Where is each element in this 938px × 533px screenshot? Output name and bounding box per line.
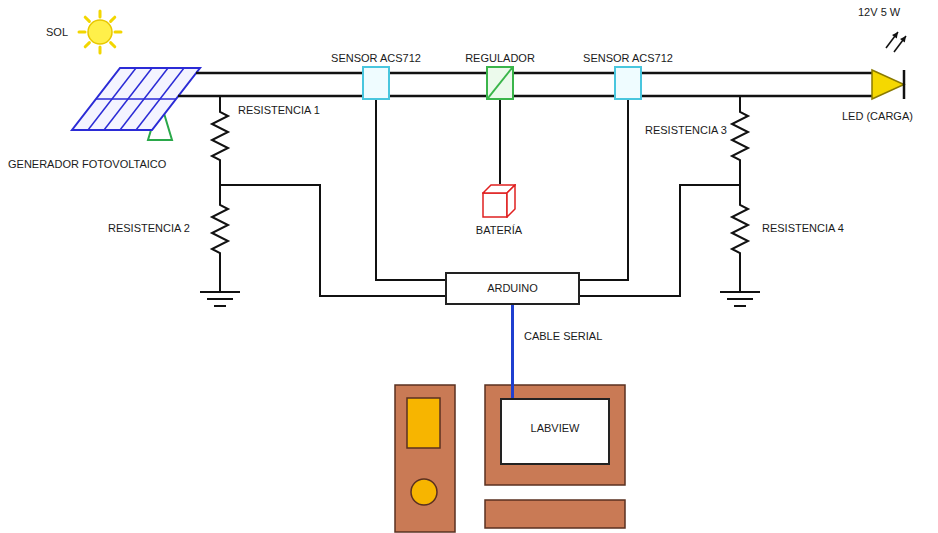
wire-connector bbox=[499, 100, 501, 184]
resistor-symbol bbox=[732, 96, 748, 185]
part-label: SENSOR ACS712 bbox=[331, 52, 421, 65]
sun-icon bbox=[111, 43, 115, 47]
computer-icon bbox=[411, 479, 437, 505]
sun-icon bbox=[85, 17, 89, 21]
part-label: BATERÍA bbox=[476, 224, 522, 237]
arduino-box: ARDUINO bbox=[445, 272, 580, 305]
computer-icon bbox=[407, 398, 440, 448]
battery-cube bbox=[483, 193, 507, 217]
bus-wire bbox=[642, 73, 872, 96]
led-symbol bbox=[872, 32, 906, 99]
solar-panel bbox=[72, 68, 200, 130]
ground-symbol bbox=[200, 292, 240, 306]
led-symbol bbox=[900, 36, 906, 43]
part-label: REGULADOR bbox=[465, 52, 535, 65]
led-symbol bbox=[892, 32, 898, 39]
sun-label: SOL bbox=[46, 26, 68, 39]
resistor-label: RESISTENCIA 2 bbox=[108, 222, 190, 235]
sun-icon bbox=[79, 11, 121, 53]
led-symbol bbox=[872, 70, 904, 99]
serial-cable bbox=[511, 305, 514, 398]
wire-connector bbox=[580, 100, 628, 280]
charge-regulator: REGULADOR bbox=[486, 66, 514, 100]
resistor-symbol bbox=[212, 96, 228, 185]
wire-connector bbox=[376, 100, 445, 280]
sun-icon bbox=[88, 20, 112, 44]
monitor-screen: LABVIEW bbox=[500, 398, 610, 465]
battery-cube bbox=[482, 184, 516, 218]
ground-symbol bbox=[720, 292, 760, 306]
computer-icon bbox=[485, 385, 625, 485]
led-symbol bbox=[886, 32, 906, 52]
resistor-symbol bbox=[732, 185, 748, 292]
sun-icon bbox=[99, 47, 102, 53]
resistor-symbol bbox=[212, 96, 748, 292]
current-sensor: SENSOR ACS712 bbox=[362, 66, 390, 100]
led-symbol bbox=[894, 36, 906, 52]
computer-icon bbox=[395, 385, 625, 532]
solar-panel bbox=[96, 98, 176, 100]
sun-icon bbox=[85, 43, 89, 47]
box-label: LABVIEW bbox=[531, 422, 580, 435]
sun-icon bbox=[79, 31, 85, 34]
battery-icon: BATERÍA bbox=[482, 184, 516, 218]
bus-wire bbox=[178, 73, 362, 96]
computer-icon bbox=[395, 385, 455, 532]
sun-icon bbox=[111, 17, 115, 21]
computer-icon bbox=[485, 500, 625, 528]
load-label: LED (CARGA) bbox=[842, 110, 913, 123]
led-rating: 12V 5 W bbox=[858, 6, 900, 19]
solar-panel bbox=[88, 68, 184, 130]
sun-icon bbox=[79, 11, 121, 53]
sun-icon bbox=[115, 31, 121, 34]
battery-cube bbox=[507, 185, 515, 217]
resistor-label: RESISTENCIA 1 bbox=[238, 104, 320, 117]
solar-panel bbox=[72, 68, 200, 140]
led-symbol bbox=[903, 70, 906, 99]
resistor-label: RESISTENCIA 4 bbox=[762, 222, 844, 235]
current-sensor: SENSOR ACS712 bbox=[614, 66, 642, 100]
regulator-symbol bbox=[488, 68, 512, 98]
wire-connector bbox=[390, 73, 486, 96]
box-label: ARDUINO bbox=[487, 282, 538, 295]
panel-label: GENERADOR FOTOVOLTAICO bbox=[8, 158, 166, 171]
bus-wire bbox=[178, 73, 872, 96]
part-label: SENSOR ACS712 bbox=[583, 52, 673, 65]
wire-connector bbox=[514, 73, 614, 96]
led-symbol bbox=[886, 32, 898, 48]
resistor-label: RESISTENCIA 3 bbox=[645, 124, 727, 137]
regulator-symbol bbox=[488, 68, 512, 98]
sun-icon bbox=[99, 11, 102, 17]
resistor-symbol bbox=[212, 185, 228, 292]
edge-label: CABLE SERIAL bbox=[522, 330, 604, 343]
